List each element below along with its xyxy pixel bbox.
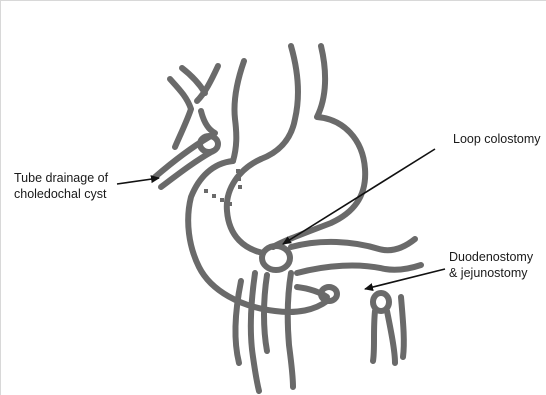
hepatic-duct-branch	[182, 68, 205, 93]
jejunum-limb-1	[251, 273, 259, 391]
duodenostomy-label: Duodenostomy & jejunostomy	[449, 249, 533, 281]
colostomy-stoma	[262, 246, 290, 270]
tube-drainage-label: Tube drainage of choledochal cyst	[14, 170, 108, 202]
colon-upper	[291, 239, 415, 250]
colon-lower	[297, 265, 421, 273]
left-limb-long	[235, 281, 241, 363]
esophagus-right	[261, 46, 298, 159]
duodenostomy-label-line-1: Duodenostomy	[449, 249, 533, 265]
loop-colostomy-label: Loop colostomy	[453, 131, 541, 147]
jejunostomy-limb-left	[373, 311, 375, 361]
tube-drainage-label-line-1: Tube drainage of	[14, 170, 108, 186]
duodenostomy-label-line-2: & jejunostomy	[449, 265, 533, 281]
drainage-tube-end	[200, 136, 218, 152]
tube-drainage-label-line-2: choledochal cyst	[14, 186, 108, 202]
jejunum-limb-2	[264, 275, 267, 351]
esophagus-left	[233, 61, 244, 161]
stomach-outer	[273, 46, 365, 247]
jejunostomy-limb-right	[387, 311, 395, 363]
jejunum-limb-3	[288, 273, 293, 387]
far-right-limb	[401, 297, 404, 357]
loop-colostomy-label-text: Loop colostomy	[453, 131, 541, 147]
duodenostomy-stoma	[321, 287, 337, 301]
duodenum-curve	[227, 159, 263, 253]
tube-drainage-arrow	[117, 178, 159, 184]
duodenostomy-arrow	[365, 269, 445, 289]
left-bile-duct	[170, 79, 191, 147]
common-duct-right	[201, 111, 215, 133]
loop-colostomy-arrow	[283, 149, 435, 244]
